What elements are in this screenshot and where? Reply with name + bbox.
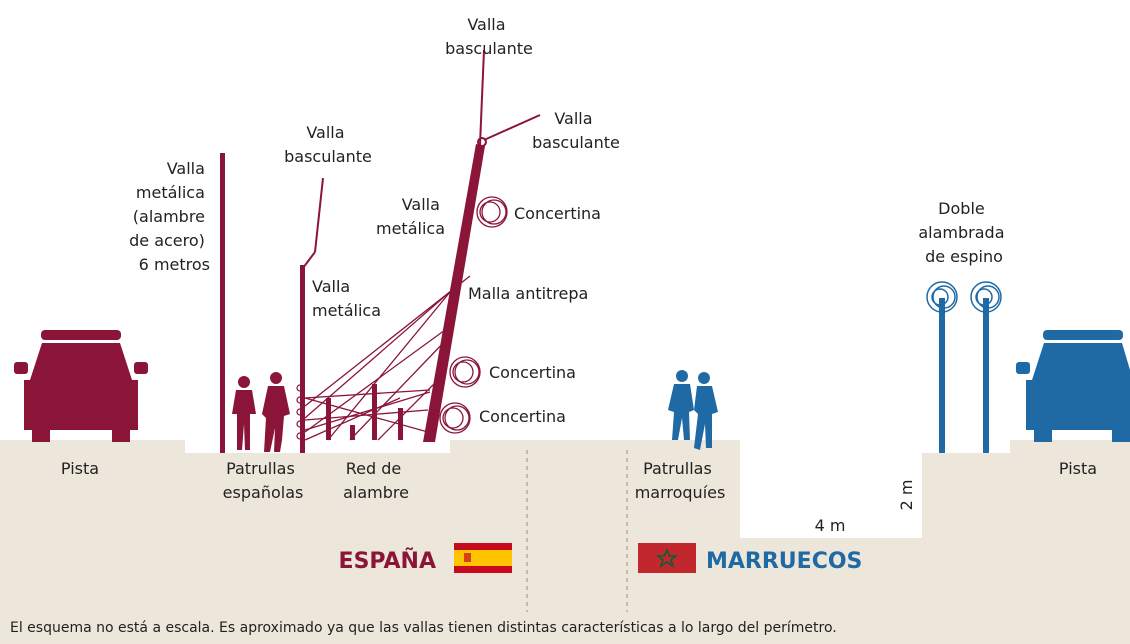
spain-car-icon	[14, 330, 148, 442]
wire-net-label: Red de alambre	[343, 459, 409, 502]
spain-flag-icon	[454, 543, 512, 573]
concertina-label-mid: Concertina	[489, 363, 576, 382]
morocco-country-label: MARRUECOS	[706, 549, 862, 574]
concertina-label-top: Concertina	[514, 204, 601, 223]
morocco-barbed-wire	[926, 281, 1002, 453]
concertina-low	[439, 402, 471, 434]
metal-fence-6m-label: Valla metálica (alambre de acero) 6 metr…	[129, 159, 210, 274]
ground	[0, 440, 1130, 644]
metal-fence-6m	[220, 153, 225, 453]
concertina-label-low: Concertina	[479, 407, 566, 426]
spain-fences	[220, 49, 541, 453]
morocco-patrol-icon	[668, 370, 718, 450]
spain-road-label: Pista	[61, 459, 99, 478]
barbed-wire-label: Doble alambrada de espino	[918, 199, 1009, 266]
ditch-width-label: 4 m	[815, 516, 846, 535]
tilting-fence-1-label: Valla basculante	[284, 123, 372, 166]
metal-fence-2-label: Valla metálica	[312, 277, 381, 320]
tilting-fence-right-label: Valla basculante	[532, 109, 620, 152]
morocco-car-icon	[1016, 330, 1130, 442]
ditch-depth-label: 2 m	[897, 480, 916, 511]
spain-patrol-icon	[232, 372, 290, 452]
anti-climb-label: Malla antitrepa	[468, 284, 588, 303]
concertina-mid	[449, 356, 481, 388]
concertina-top	[476, 196, 508, 228]
metal-fence-3	[423, 144, 485, 442]
morocco-flag-icon	[638, 543, 696, 573]
tilting-fence-top-label: Valla basculante	[445, 15, 533, 58]
morocco-road-label: Pista	[1059, 459, 1097, 478]
spain-patrols-label: Patrullas españolas	[223, 459, 304, 502]
footnote: El esquema no está a escala. Es aproxima…	[10, 620, 837, 636]
morocco-patrols-label: Patrullas marroquíes	[635, 459, 726, 502]
metal-fence-3-label: Valla metálica	[376, 195, 445, 238]
metal-fence-2	[300, 265, 305, 453]
spain-country-label: ESPAÑA	[339, 548, 436, 574]
